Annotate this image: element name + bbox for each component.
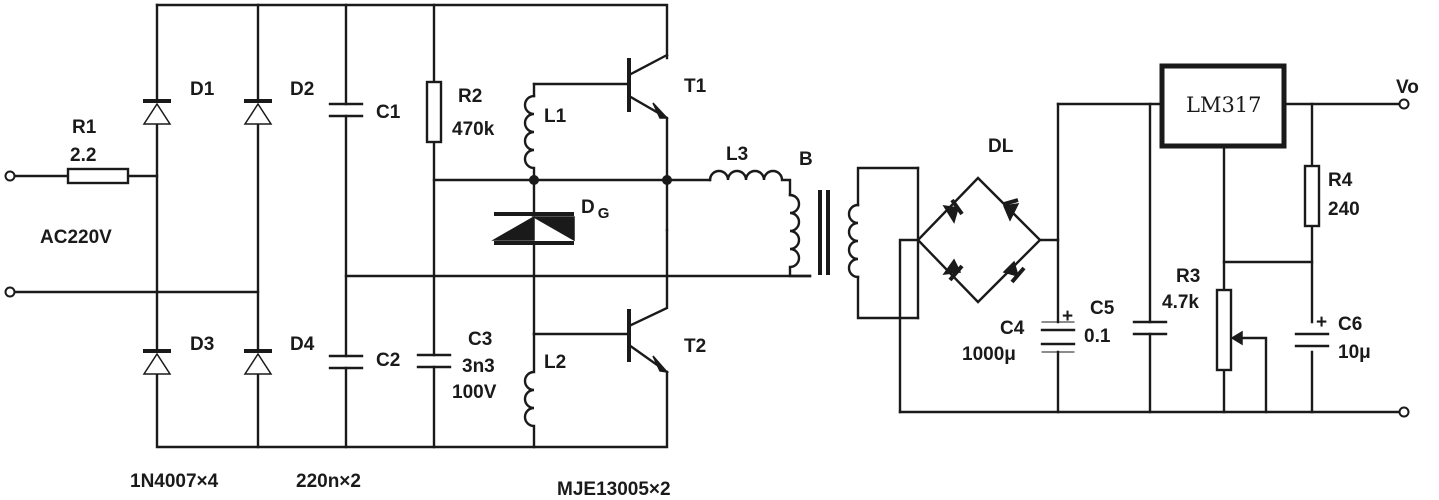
c4-polarity: + (1062, 306, 1073, 327)
bridge-rectifier (155, 3, 669, 449)
c4-label: C4 (1000, 318, 1025, 339)
d2-label: D2 (290, 79, 314, 100)
output-voltage-label: Vo (1396, 77, 1419, 98)
diode-d1 (142, 99, 172, 125)
c3-value: 3n3 (462, 356, 495, 377)
c1-label: C1 (376, 102, 401, 123)
diode-d2 (243, 99, 273, 125)
c5-value: 0.1 (1084, 326, 1111, 347)
diac-dg (491, 212, 575, 245)
capacitor-c2 (328, 354, 364, 370)
d3-label: D3 (190, 334, 214, 355)
output-terminal-bottom (1398, 406, 1410, 418)
input-terminal-bottom (4, 286, 16, 298)
resistor-r2 (425, 3, 443, 449)
d1-label: D1 (190, 79, 215, 100)
bridge-rectifier-dl (898, 166, 1060, 414)
lm317-label: LM317 (1186, 93, 1262, 117)
t2-label: T2 (684, 336, 706, 357)
b-label: B (799, 149, 813, 170)
r4-value: 240 (1328, 199, 1360, 220)
capacitor-c1 (328, 3, 364, 449)
c3-label: C3 (468, 329, 492, 350)
diode-d4 (243, 349, 273, 375)
r2-value: 470k (452, 119, 495, 140)
regulator-lm317 (1159, 63, 1287, 149)
c6-label: C6 (1338, 314, 1362, 335)
capacitor-c3 (416, 353, 452, 369)
d4-label: D4 (290, 334, 315, 355)
transistor-t1 (627, 53, 669, 182)
c3-voltage: 100V (452, 382, 497, 403)
input-voltage-label: AC220V (40, 227, 112, 248)
r1-value: 2.2 (70, 145, 96, 166)
input-terminal-top (4, 170, 16, 182)
inductor-l1 (523, 82, 628, 182)
caps-part-label: 220n×2 (296, 471, 361, 492)
transformer-b (788, 166, 920, 320)
l3-label: L3 (726, 144, 748, 165)
inductor-l2 (523, 332, 628, 449)
t1-label: T1 (684, 76, 707, 97)
capacitor-c6 (1294, 332, 1330, 348)
c4-value: 1000μ (962, 344, 1016, 365)
transistor-t2 (627, 228, 669, 374)
capacitor-c5 (1132, 320, 1168, 336)
c5-label: C5 (1090, 298, 1115, 319)
dl-label: DL (988, 136, 1014, 157)
input-wiring (4, 170, 260, 298)
inductor-l3 (708, 169, 792, 197)
r3-value: 4.7k (1162, 292, 1199, 313)
r1-label: R1 (72, 117, 97, 138)
diodes-part-label: 1N4007×4 (130, 471, 219, 492)
c2-label: C2 (376, 350, 400, 371)
capacitor-c4 (1040, 321, 1076, 353)
resistor-r4 (1303, 164, 1321, 228)
r4-label: R4 (1328, 170, 1353, 191)
l1-label: L1 (544, 106, 567, 127)
c6-value: 10μ (1338, 342, 1371, 363)
output-terminal-top (1398, 98, 1410, 110)
c6-polarity: + (1316, 312, 1327, 333)
potentiometer-r3 (1215, 288, 1243, 372)
output-wiring (898, 102, 1402, 414)
r2-label: R2 (458, 86, 482, 107)
l2-label: L2 (544, 352, 566, 373)
resistor-r1 (66, 167, 130, 185)
r3-label: R3 (1176, 266, 1200, 287)
diode-d3 (142, 349, 172, 375)
transistors-part-label: MJE13005×2 (557, 479, 671, 500)
center-node-wiring (432, 178, 712, 336)
